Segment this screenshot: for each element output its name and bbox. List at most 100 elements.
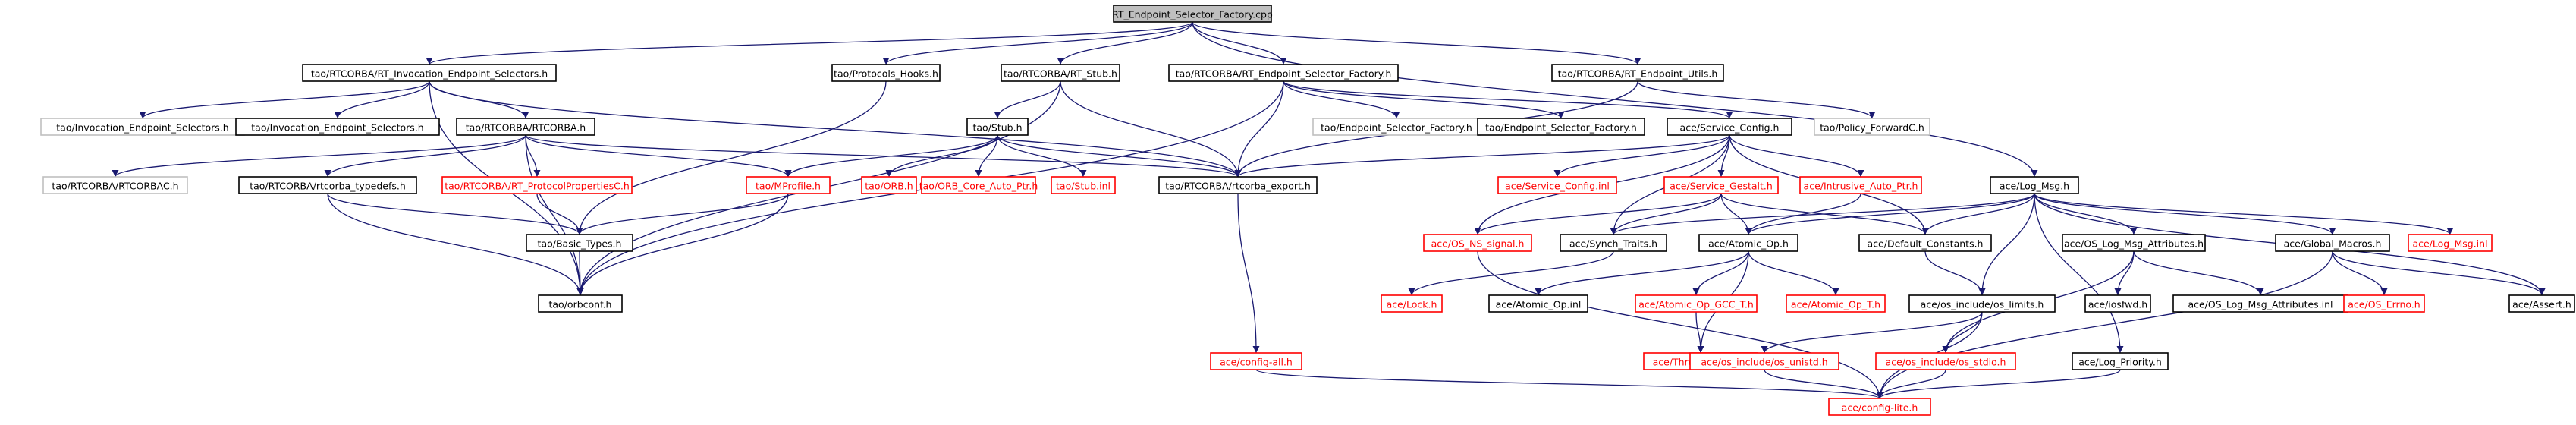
node-label-bt: tao/Basic_Types.h xyxy=(538,238,622,250)
edge-root-to-rtstub xyxy=(1057,21,1193,65)
node-label-lminl: ace/Log_Msg.inl xyxy=(2412,238,2487,250)
edge-rtcorba-to-mprof xyxy=(525,134,792,178)
node-rtexp[interactable]: tao/RTCORBA/rtcorba_export.h xyxy=(1158,176,1318,194)
node-iosfwd[interactable]: ace/iosfwd.h xyxy=(2084,294,2151,313)
node-sg[interactable]: ace/Service_Gestalt.h xyxy=(1663,176,1779,194)
node-rtcorba[interactable]: tao/RTCORBA/RTCORBA.h xyxy=(456,118,595,136)
node-oslim[interactable]: ace/os_include/os_limits.h xyxy=(1908,294,2056,313)
node-gm[interactable]: ace/Global_Macros.h xyxy=(2275,234,2390,252)
edge-sg-to-synch xyxy=(1610,193,1722,235)
edge-resf-to-esf1 xyxy=(1283,80,1400,119)
edge-stub-to-orbcp xyxy=(975,134,998,178)
node-box-oslim xyxy=(1908,294,2056,313)
node-reu[interactable]: tao/RTCORBA/RT_Endpoint_Utils.h xyxy=(1551,64,1724,82)
node-iap[interactable]: ace/Intrusive_Auto_Ptr.h xyxy=(1799,176,1922,194)
edge-logmsg-to-lminl xyxy=(2034,193,2454,235)
node-stubinl[interactable]: tao/Stub.inl xyxy=(1051,176,1116,194)
node-esf2[interactable]: tao/Endpoint_Selector_Factory.h xyxy=(1477,118,1645,136)
node-ossig[interactable]: ace/OS_NS_signal.h xyxy=(1423,234,1532,252)
node-cfglite[interactable]: ace/config-lite.h xyxy=(1828,398,1931,416)
node-ies1[interactable]: tao/Invocation_Endpoint_Selectors.h xyxy=(40,118,245,136)
node-box-rtcorbac xyxy=(42,176,188,194)
node-resf[interactable]: tao/RTCORBA/RT_Endpoint_Selector_Factory… xyxy=(1168,64,1399,82)
edge-iap-to-aop xyxy=(1745,193,1861,235)
edge-aop-to-aopgcc xyxy=(1692,250,1749,296)
node-aop[interactable]: ace/Atomic_Op.h xyxy=(1698,234,1798,252)
node-label-scinl: ace/Service_Config.inl xyxy=(1505,181,1610,192)
node-aopgcc[interactable]: ace/Atomic_Op_GCC_T.h xyxy=(1635,294,1758,313)
node-logmsg[interactable]: ace/Log_Msg.h xyxy=(1990,176,2079,194)
node-cfgall[interactable]: ace/config-all.h xyxy=(1210,352,1302,370)
node-scinl[interactable]: ace/Service_Config.inl xyxy=(1497,176,1617,194)
node-label-stubinl: tao/Stub.inl xyxy=(1056,181,1111,192)
node-box-pfc xyxy=(1814,118,1930,136)
node-label-defc: ace/Default_Constants.h xyxy=(1868,238,1984,250)
node-pfc[interactable]: tao/Policy_ForwardC.h xyxy=(1814,118,1930,136)
node-assert[interactable]: ace/Assert.h xyxy=(2508,294,2575,313)
node-sc[interactable]: ace/Service_Config.h xyxy=(1667,118,1792,136)
node-box-scinl xyxy=(1497,176,1617,194)
node-lock[interactable]: ace/Lock.h xyxy=(1381,294,1443,313)
node-label-rtcorba: tao/RTCORBA/RTCORBA.h xyxy=(466,122,586,134)
node-logprio[interactable]: ace/Log_Priority.h xyxy=(2072,352,2169,370)
node-lminl[interactable]: ace/Log_Msg.inl xyxy=(2408,234,2493,252)
edge-resf-to-sc xyxy=(1283,80,1733,119)
edge-mprof-to-orbconf xyxy=(576,193,789,296)
node-ies2[interactable]: tao/Invocation_Endpoint_Selectors.h xyxy=(235,118,440,136)
edge-resf-to-rtexp xyxy=(1234,80,1284,178)
node-box-iosfwd xyxy=(2084,294,2151,313)
node-rtcorbac[interactable]: tao/RTCORBA/RTCORBAC.h xyxy=(42,176,188,194)
node-aopinl[interactable]: ace/Atomic_Op.inl xyxy=(1488,294,1588,313)
node-synch[interactable]: ace/Synch_Traits.h xyxy=(1560,234,1667,252)
node-ph[interactable]: tao/Protocols_Hooks.h xyxy=(831,64,941,82)
edge-osunistd-to-cfglite xyxy=(1764,369,1883,399)
node-defc[interactable]: ace/Default_Constants.h xyxy=(1858,234,1992,252)
node-box-aopgcc xyxy=(1635,294,1758,313)
node-label-oslim: ace/os_include/os_limits.h xyxy=(1921,299,2044,310)
node-label-stub: tao/Stub.h xyxy=(972,122,1022,134)
node-box-orbconf xyxy=(538,294,623,313)
edge-sg-to-ossig xyxy=(1474,193,1722,235)
node-oslmainl[interactable]: ace/OS_Log_Msg_Attributes.inl xyxy=(2172,294,2348,313)
node-box-synch xyxy=(1560,234,1667,252)
node-box-sc xyxy=(1667,118,1792,136)
node-bt[interactable]: tao/Basic_Types.h xyxy=(526,234,633,252)
node-oslma[interactable]: ace/OS_Log_Msg_Attributes.h xyxy=(2062,234,2206,252)
node-box-defc xyxy=(1858,234,1992,252)
edge-ph-to-bt xyxy=(576,80,887,235)
node-orbconf[interactable]: tao/orbconf.h xyxy=(538,294,623,313)
edge-aop-to-aopinl xyxy=(1535,250,1749,296)
node-box-cfgall xyxy=(1210,352,1302,370)
node-box-iap xyxy=(1799,176,1922,194)
edges-layer xyxy=(112,21,2546,399)
node-label-gm: ace/Global_Macros.h xyxy=(2284,238,2382,250)
node-box-stubinl xyxy=(1051,176,1116,194)
edge-oslim-to-osstdio xyxy=(1942,311,1983,354)
node-box-rtexp xyxy=(1158,176,1318,194)
node-box-ossig xyxy=(1423,234,1532,252)
node-label-cfgall: ace/config-all.h xyxy=(1220,357,1293,368)
node-rtstub[interactable]: tao/RTCORBA/RT_Stub.h xyxy=(1001,64,1120,82)
node-ries[interactable]: tao/RTCORBA/RT_Invocation_Endpoint_Selec… xyxy=(302,64,557,82)
node-box-orb xyxy=(861,176,917,194)
node-aopt[interactable]: ace/Atomic_Op_T.h xyxy=(1786,294,1886,313)
edge-rtstub-to-stub xyxy=(994,80,1061,119)
edge-oslim-to-osunistd xyxy=(1761,311,1983,354)
node-label-ph: tao/Protocols_Hooks.h xyxy=(834,68,938,80)
edge-stub-to-mprof xyxy=(784,134,998,178)
node-oserrno[interactable]: ace/OS_Errno.h xyxy=(2343,294,2425,313)
node-label-rtcorbac: tao/RTCORBA/RTCORBAC.h xyxy=(52,181,178,192)
node-mprof[interactable]: tao/MProfile.h xyxy=(746,176,831,194)
edge-ossig-to-cfglite xyxy=(1477,250,1883,399)
node-orb[interactable]: tao/ORB.h xyxy=(861,176,917,194)
edge-root-to-reu xyxy=(1192,21,1641,65)
node-orbcp[interactable]: tao/ORB_Core_Auto_Ptr.h xyxy=(919,176,1038,194)
node-label-resf: tao/RTCORBA/RT_Endpoint_Selector_Factory… xyxy=(1176,68,1392,80)
node-label-pfc: tao/Policy_ForwardC.h xyxy=(1820,122,1924,134)
node-osstdio[interactable]: ace/os_include/os_stdio.h xyxy=(1875,352,2016,370)
node-rtpp[interactable]: tao/RTCORBA/RT_ProtocolPropertiesC.h xyxy=(441,176,633,194)
node-osunistd[interactable]: ace/os_include/os_unistd.h xyxy=(1689,352,1839,370)
node-stub[interactable]: tao/Stub.h xyxy=(966,118,1029,136)
node-rtt[interactable]: tao/RTCORBA/rtcorba_typedefs.h xyxy=(238,176,417,194)
node-esf1[interactable]: tao/Endpoint_Selector_Factory.h xyxy=(1312,118,1481,136)
